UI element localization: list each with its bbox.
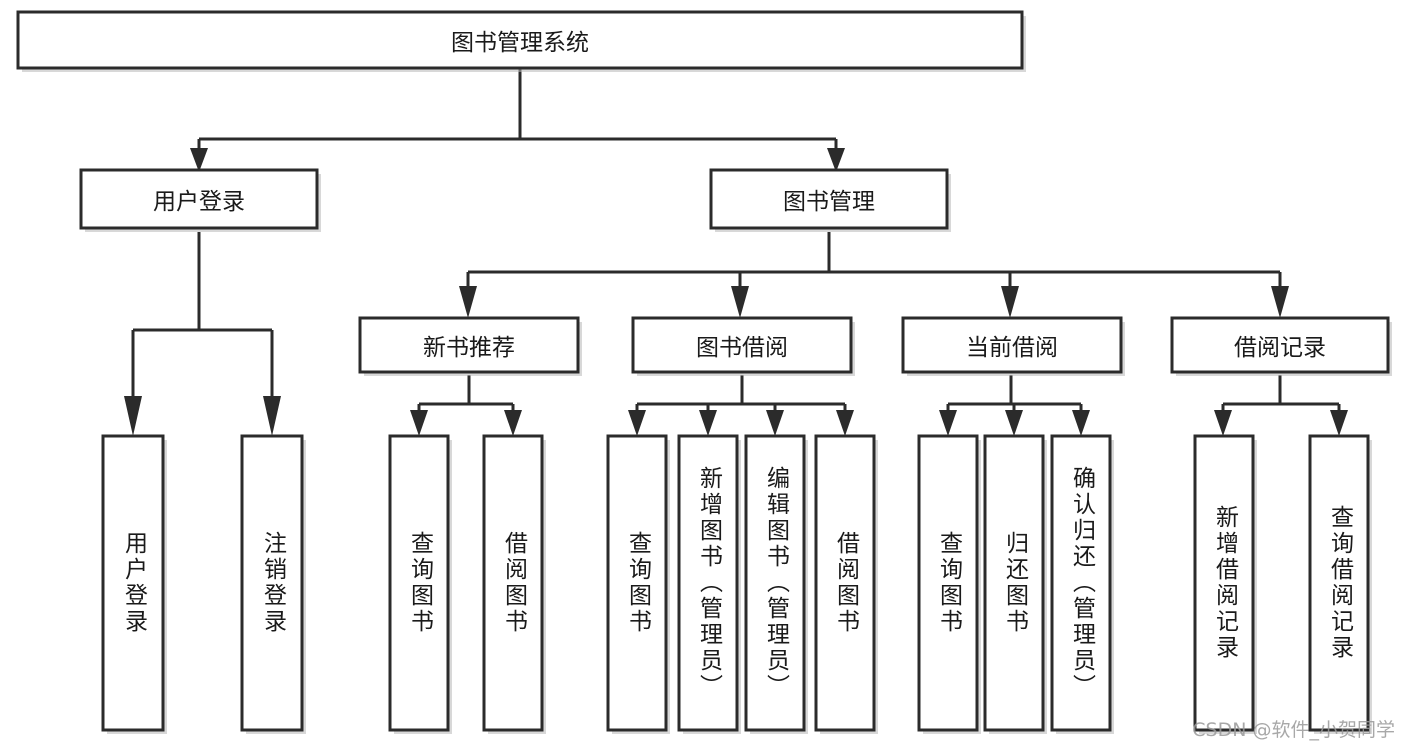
node-box-new-book-rec[interactable] — [358, 316, 580, 374]
arrow-head-leaf-add-record — [1214, 410, 1232, 436]
arrow-head-leaf-return-book — [1005, 410, 1023, 436]
connector-layer — [124, 68, 1348, 436]
arrow-head-leaf-query-book-2 — [628, 410, 646, 436]
arrow-head-book-manage — [827, 148, 845, 172]
arrow-head-leaf-user-login — [124, 396, 142, 436]
node-box-book-borrow[interactable] — [631, 316, 853, 374]
arrow-head-leaf-logout — [263, 396, 281, 436]
node-box-leaf-query-book-1[interactable] — [388, 434, 450, 732]
node-box-leaf-query-record[interactable] — [1308, 434, 1370, 732]
node-box-root[interactable] — [16, 10, 1024, 70]
node-box-leaf-add-record[interactable] — [1193, 434, 1255, 732]
arrow-head-borrow-record — [1271, 286, 1289, 318]
node-layer — [16, 10, 1392, 734]
arrow-head-book-borrow — [731, 286, 749, 318]
node-box-leaf-query-book-2[interactable] — [606, 434, 668, 732]
node-box-book-manage[interactable] — [709, 168, 949, 230]
node-box-leaf-logout[interactable] — [240, 434, 304, 732]
arrow-head-leaf-query-book-3 — [939, 410, 957, 436]
node-box-leaf-query-book-3[interactable] — [917, 434, 979, 732]
arrow-head-leaf-add-book — [699, 410, 717, 436]
node-box-leaf-confirm-return[interactable] — [1050, 434, 1112, 732]
node-box-leaf-borrow-book-2[interactable] — [814, 434, 876, 732]
node-box-leaf-add-book[interactable] — [677, 434, 739, 732]
node-box-borrow-record[interactable] — [1170, 316, 1390, 374]
arrow-head-user-login — [190, 148, 208, 172]
arrow-head-leaf-query-book-1 — [410, 410, 428, 436]
node-box-user-login[interactable] — [79, 168, 319, 230]
node-box-leaf-edit-book[interactable] — [744, 434, 806, 732]
arrow-head-leaf-edit-book — [766, 410, 784, 436]
arrow-head-new-book-rec — [459, 286, 477, 318]
arrow-head-leaf-borrow-book-2 — [836, 410, 854, 436]
node-box-leaf-user-login[interactable] — [101, 434, 165, 732]
node-box-leaf-return-book[interactable] — [983, 434, 1045, 732]
arrow-head-leaf-borrow-book-1 — [504, 410, 522, 436]
node-box-current-borrow[interactable] — [901, 316, 1123, 374]
arrow-head-leaf-query-record — [1330, 410, 1348, 436]
node-box-leaf-borrow-book-1[interactable] — [482, 434, 544, 732]
arrow-head-current-borrow — [1001, 286, 1019, 318]
arrow-head-leaf-confirm-return — [1072, 410, 1090, 436]
